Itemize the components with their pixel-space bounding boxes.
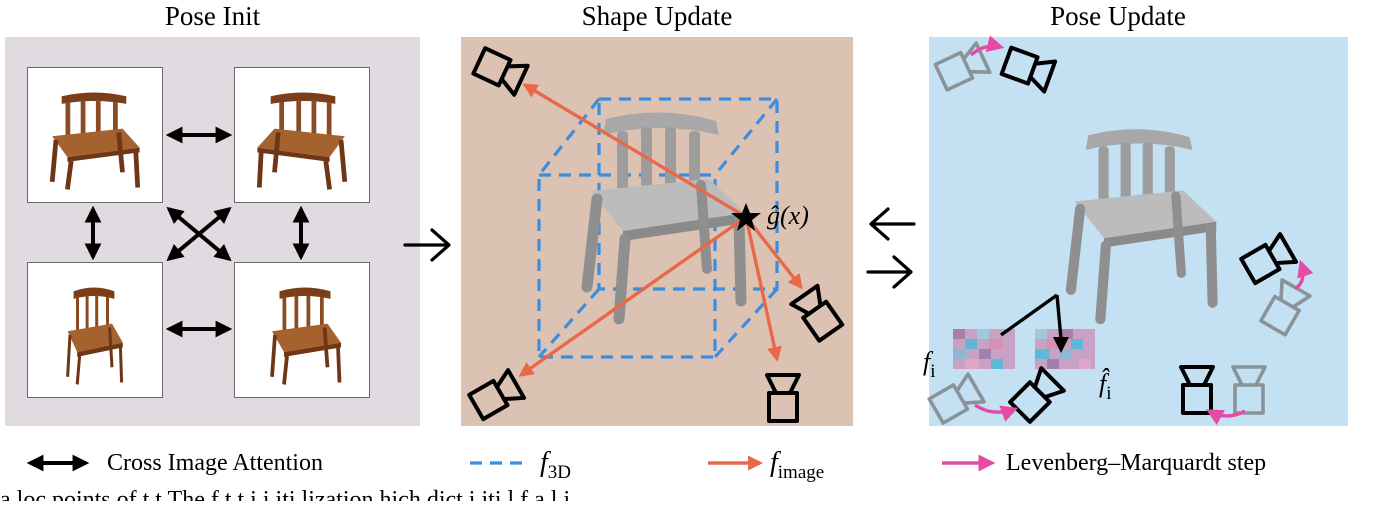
camera-icon bbox=[1259, 278, 1312, 337]
title-pose-init: Pose Init bbox=[164, 1, 261, 31]
legend-f3d: f3D bbox=[468, 446, 608, 483]
view-thumbnail-2 bbox=[234, 67, 370, 203]
caption-text-cropped: a loc points of t t The f t t i i iti li… bbox=[0, 488, 571, 512]
camera-icon bbox=[933, 41, 992, 92]
lm-step-arrow bbox=[974, 403, 1019, 422]
legend-fimage: fimage bbox=[706, 446, 866, 483]
lm-step-arrow bbox=[1293, 259, 1314, 291]
camera-icon bbox=[765, 373, 801, 423]
pose-update-diagram bbox=[927, 35, 1314, 426]
view-thumbnail-3 bbox=[27, 262, 163, 398]
shape-update-panel: ĝ(x) bbox=[461, 37, 853, 426]
f-hat-i-subscript: i bbox=[1106, 383, 1112, 404]
f-hat-i-symbol: f̂ bbox=[1099, 369, 1107, 398]
title-pose-update: Pose Update bbox=[1050, 1, 1186, 31]
star-icon bbox=[731, 203, 761, 231]
legend-lm-step-label: Levenberg–Marquardt step bbox=[1006, 450, 1267, 476]
legend-f3d-symbol: f bbox=[540, 447, 548, 478]
right-arrow-icon bbox=[866, 255, 913, 289]
legend-fimage-subscript: image bbox=[777, 462, 825, 483]
right-arrow-icon bbox=[403, 228, 451, 262]
legend-lm-step: Levenberg–Marquardt step bbox=[940, 446, 1320, 480]
chair-render bbox=[1071, 129, 1216, 319]
camera-icon bbox=[1008, 366, 1066, 424]
camera-icon bbox=[471, 46, 530, 97]
f-hat-i-label: f̂i bbox=[1099, 369, 1112, 404]
title-shape-update: Shape Update bbox=[581, 1, 733, 31]
left-arrow-icon bbox=[869, 207, 916, 241]
legend-fimage-symbol: f bbox=[770, 447, 778, 478]
double-arrow-icon bbox=[26, 454, 90, 472]
g-hat-label: ĝ(x) bbox=[767, 201, 809, 230]
lm-step-arrow bbox=[1206, 409, 1246, 426]
left-right-arrows bbox=[866, 207, 916, 289]
camera-icon bbox=[789, 283, 845, 343]
camera-icon bbox=[467, 368, 527, 422]
camera-icon bbox=[1239, 232, 1299, 286]
f-i-symbol: f bbox=[923, 347, 931, 376]
orange-arrow-icon bbox=[708, 455, 763, 471]
legend-cross-attention-label: Cross Image Attention bbox=[107, 450, 323, 476]
lm-step-arrow bbox=[969, 35, 1005, 57]
legend-cross-attention: Cross Image Attention bbox=[22, 446, 382, 480]
legend-f3d-subscript: 3D bbox=[547, 462, 572, 483]
camera-icon bbox=[1179, 365, 1215, 415]
feature-patch-fi bbox=[953, 329, 1015, 369]
view-thumbnail-1 bbox=[27, 67, 163, 203]
double-arrow-icon bbox=[166, 206, 232, 262]
f-i-label: fi bbox=[923, 347, 936, 382]
pose-init-panel bbox=[5, 37, 420, 426]
shape-update-diagram bbox=[467, 46, 845, 423]
camera-icon bbox=[1231, 365, 1267, 415]
camera-icon bbox=[927, 372, 986, 425]
pink-arrow-icon bbox=[942, 454, 996, 472]
view-thumbnail-4 bbox=[234, 262, 370, 398]
cross-attention-arrows bbox=[84, 126, 310, 338]
dashed-line-icon bbox=[470, 461, 528, 465]
camera-icon bbox=[999, 45, 1058, 94]
f-i-subscript: i bbox=[930, 361, 936, 382]
pose-update-panel: fi f̂i bbox=[923, 35, 1348, 426]
feature-patch-fi-hat bbox=[1035, 329, 1095, 369]
